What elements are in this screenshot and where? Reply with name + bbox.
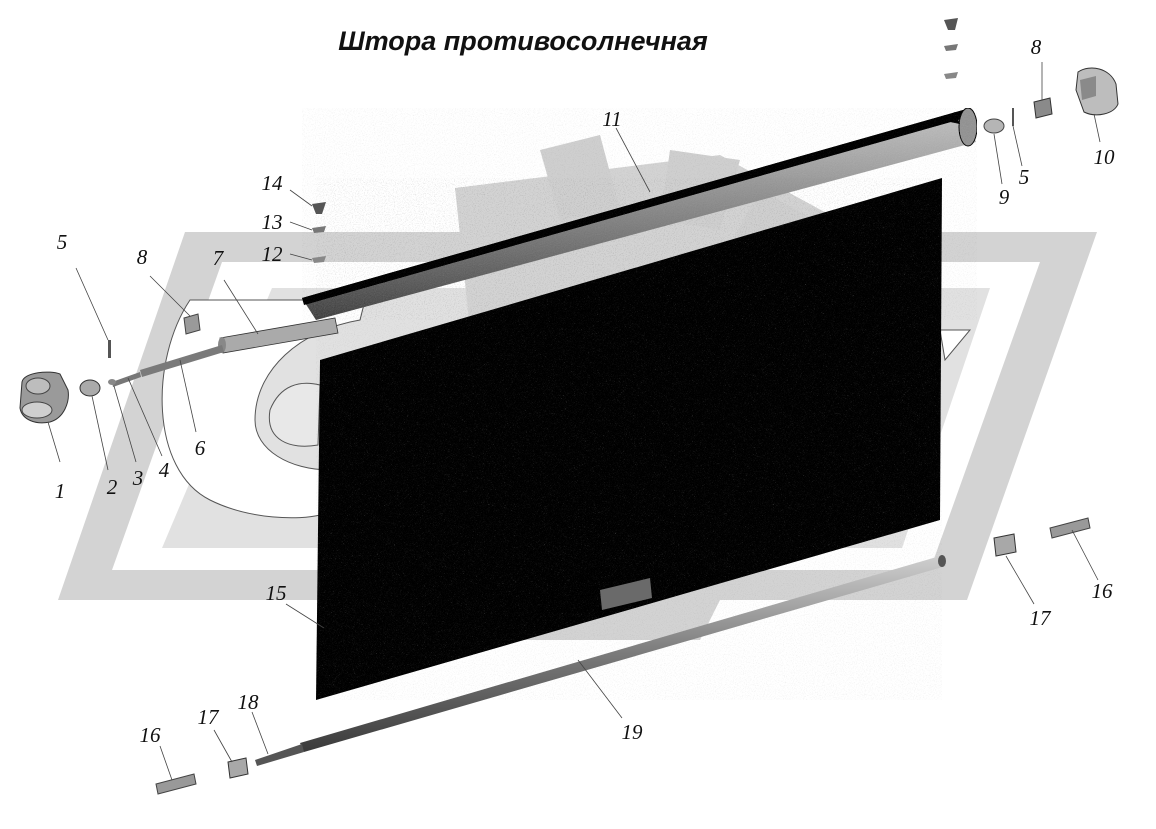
callout-16-right: 16	[1092, 579, 1114, 603]
parts-12-13-14-fasteners	[312, 202, 326, 263]
callout-12: 12	[262, 242, 284, 266]
part-8-left-clip	[183, 313, 201, 335]
diagram-title: Штора противосолнечная	[338, 26, 708, 56]
callout-8-right: 8	[1031, 35, 1042, 59]
part-4-pin	[112, 372, 141, 387]
part-16-right-pin	[1049, 517, 1091, 539]
part-16-left-pin	[155, 773, 197, 795]
part-15-curtain	[316, 178, 942, 700]
callout-17-left: 17	[198, 705, 221, 729]
callout-17-right: 17	[1030, 606, 1053, 630]
callout-16-left: 16	[140, 723, 162, 747]
callout-5-left: 5	[57, 230, 68, 254]
callout-3: 3	[132, 466, 144, 490]
callout-15: 15	[266, 581, 287, 605]
callout-8-left: 8	[137, 245, 148, 269]
callout-19: 19	[622, 720, 644, 744]
callout-4: 4	[159, 458, 170, 482]
part-5-right-pin	[1012, 108, 1014, 126]
part-3-washer	[108, 379, 116, 385]
callout-9: 9	[999, 185, 1010, 209]
callout-1: 1	[55, 479, 66, 503]
part-19-bottom-rod	[300, 555, 946, 752]
right-fasteners	[944, 18, 958, 79]
part-2-bushing	[79, 379, 101, 397]
part-17-left-bushing	[227, 757, 249, 779]
part-18-rod-end	[255, 744, 304, 766]
callout-11: 11	[602, 107, 621, 131]
callout-18: 18	[238, 690, 260, 714]
callout-14: 14	[262, 171, 284, 195]
part-6-spring-rod	[140, 345, 224, 377]
callout-13: 13	[262, 210, 283, 234]
callout-5-right: 5	[1019, 165, 1030, 189]
part-9-right-bushing	[983, 118, 1005, 134]
part-5-left-pin	[108, 340, 111, 358]
callout-6: 6	[195, 436, 206, 460]
part-10-end-cap	[1075, 67, 1119, 116]
part-17-right-bushing	[993, 533, 1017, 557]
callout-10: 10	[1094, 145, 1116, 169]
callout-2: 2	[107, 475, 118, 499]
part-1-end-bracket	[19, 371, 69, 424]
part-8-right-clip	[1033, 97, 1053, 119]
leader-lines	[47, 62, 1101, 781]
part-11-housing	[302, 107, 978, 320]
callout-7: 7	[213, 246, 225, 270]
